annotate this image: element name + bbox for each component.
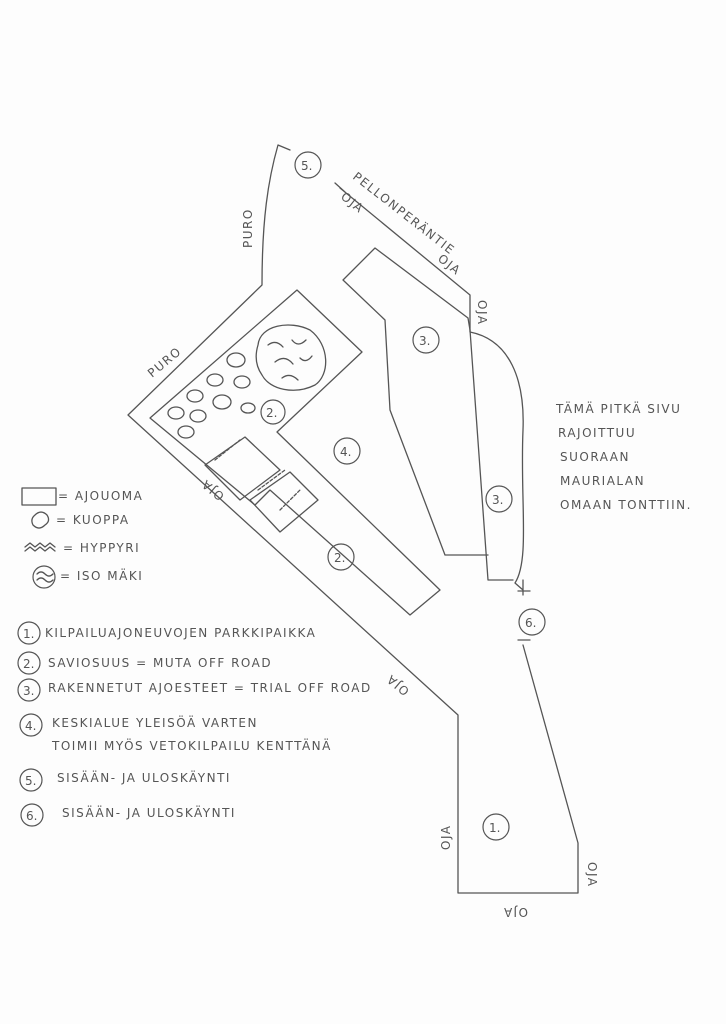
svg-text:MAURIALAN: MAURIALAN bbox=[560, 474, 645, 488]
svg-text:SISÄÄN- JA ULOSKÄYNTI: SISÄÄN- JA ULOSKÄYNTI bbox=[62, 805, 236, 820]
marker-5: 5. bbox=[294, 151, 322, 179]
ditch-label: OJA bbox=[435, 251, 464, 278]
svg-text:= KUOPPA: = KUOPPA bbox=[56, 513, 130, 527]
ditch-label: OJA bbox=[338, 189, 367, 216]
svg-text:6.: 6. bbox=[525, 616, 536, 630]
svg-text:SUORAAN: SUORAAN bbox=[560, 450, 630, 464]
pits bbox=[167, 352, 256, 439]
stream-label: PURO bbox=[145, 344, 184, 380]
area-3-corridor bbox=[342, 247, 514, 581]
svg-text:= AJOUOMA: = AJOUOMA bbox=[58, 489, 143, 503]
svg-text:2.: 2. bbox=[334, 551, 345, 565]
marker-2a: 2. bbox=[260, 399, 286, 425]
svg-text:1.: 1. bbox=[489, 821, 500, 835]
marker-3b: 3. bbox=[485, 485, 513, 513]
svg-text:1.: 1. bbox=[23, 627, 34, 641]
svg-text:6.: 6. bbox=[26, 809, 37, 823]
ditch-label: OJA bbox=[383, 671, 412, 698]
site-boundary bbox=[127, 144, 579, 894]
ditch-label: OJA bbox=[585, 862, 599, 887]
road-label: PELLONPERÄNTIE bbox=[350, 169, 458, 258]
svg-text:KESKIALUE YLEISÖÄ VARTEN: KESKIALUE YLEISÖÄ VARTEN bbox=[52, 714, 258, 730]
svg-text:= HYPPYRI: = HYPPYRI bbox=[63, 541, 140, 555]
svg-text:2.: 2. bbox=[266, 406, 277, 420]
ditch-label: OJA bbox=[439, 825, 453, 850]
svg-text:5.: 5. bbox=[301, 159, 312, 173]
marker-2b: 2. bbox=[327, 543, 355, 571]
svg-text:KILPAILUAJONEUVOJEN PARKKIPAIK: KILPAILUAJONEUVOJEN PARKKIPAIKKA bbox=[45, 626, 316, 640]
svg-text:4.: 4. bbox=[340, 445, 351, 459]
svg-text:= ISO MÄKI: = ISO MÄKI bbox=[60, 568, 143, 583]
inner-track-area bbox=[149, 289, 441, 616]
ditch-label: OJA bbox=[198, 476, 227, 503]
jump-rectangles bbox=[204, 436, 319, 533]
svg-text:3.: 3. bbox=[23, 684, 34, 698]
svg-text:TOIMII MYÖS VETOKILPAILU KENTT: TOIMII MYÖS VETOKILPAILU KENTTÄNÄ bbox=[51, 737, 332, 753]
svg-text:RAKENNETUT AJOESTEET = TRIAL O: RAKENNETUT AJOESTEET = TRIAL OFF ROAD bbox=[48, 681, 372, 695]
marker-6: 6. bbox=[518, 608, 546, 636]
svg-text:SISÄÄN- JA ULOSKÄYNTI: SISÄÄN- JA ULOSKÄYNTI bbox=[57, 770, 231, 785]
svg-text:5.: 5. bbox=[25, 774, 36, 788]
svg-text:SAVIOSUUS = MUTA OFF ROAD: SAVIOSUUS = MUTA OFF ROAD bbox=[48, 656, 272, 670]
marker-3a: 3. bbox=[412, 326, 440, 354]
ditch-label: OJA bbox=[475, 300, 489, 325]
stream-label: PURO bbox=[241, 208, 255, 248]
numbered-key: 1. KILPAILUAJONEUVOJEN PARKKIPAIKKA 2. S… bbox=[17, 621, 372, 827]
svg-text:3.: 3. bbox=[492, 493, 503, 507]
marker-4: 4. bbox=[333, 437, 361, 465]
svg-text:4.: 4. bbox=[25, 719, 36, 733]
boundary-note: TÄMÄ PITKÄ SIVU RAJOITTUU SUORAAN MAURIA… bbox=[555, 401, 692, 512]
svg-text:RAJOITTUU: RAJOITTUU bbox=[558, 426, 636, 440]
ditch-label: OJA bbox=[503, 905, 528, 919]
svg-text:TÄMÄ PITKÄ SIVU: TÄMÄ PITKÄ SIVU bbox=[555, 401, 681, 416]
svg-text:2.: 2. bbox=[23, 657, 34, 671]
legend: = AJOUOMA = KUOPPA = HYPPYRI = ISO MÄKI bbox=[21, 487, 143, 589]
svg-text:OMAAN TONTTIIN.: OMAAN TONTTIIN. bbox=[560, 498, 692, 512]
big-hill bbox=[255, 324, 327, 391]
svg-text:3.: 3. bbox=[419, 334, 430, 348]
marker-1: 1. bbox=[482, 813, 510, 841]
